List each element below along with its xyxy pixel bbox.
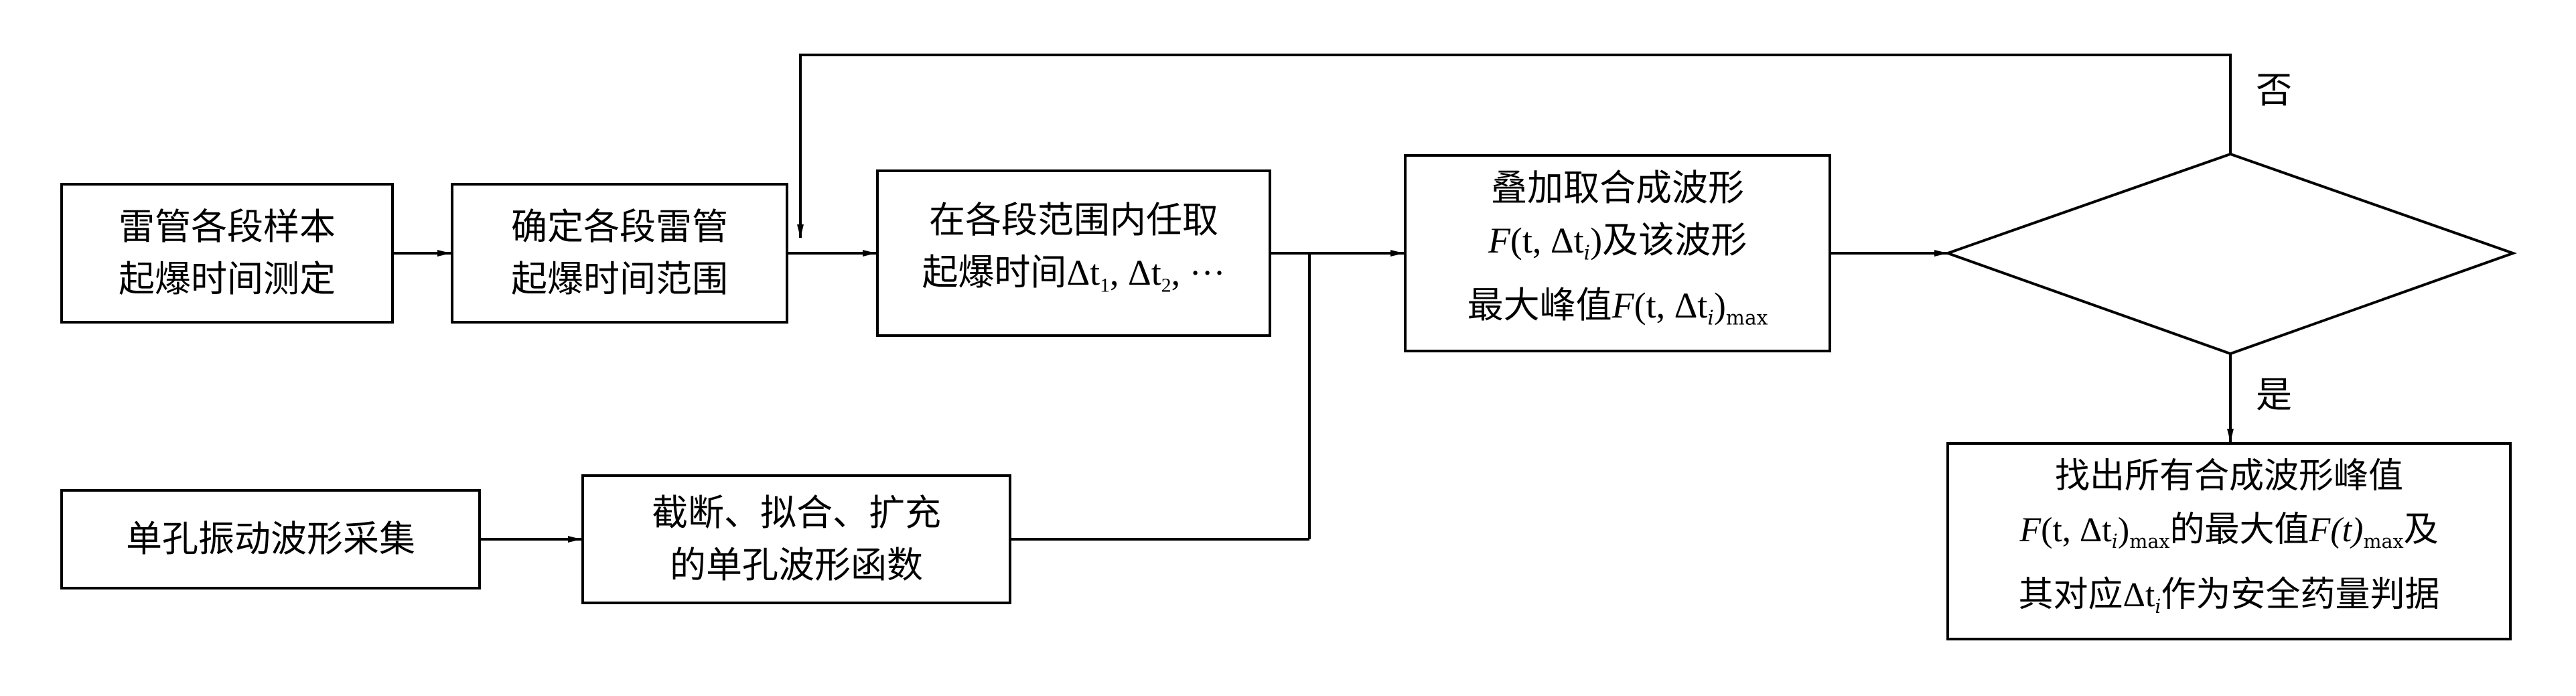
delta-t: Δt xyxy=(2123,576,2155,614)
sub-1: 1 xyxy=(1100,275,1111,297)
paren-close: ) xyxy=(2117,511,2130,549)
node-text-line2: 起爆时间Δt1, Δt2, ··· xyxy=(922,247,1225,311)
line-prefix: 最大峰值 xyxy=(1467,284,1612,326)
node-detonator-sample-timing: 雷管各段样本 起爆时间测定 xyxy=(60,183,394,324)
node-find-max-peak: 找出所有合成波形峰值 F(t, Δti)max的最大值F(t)max及 其对应Δ… xyxy=(1946,442,2512,640)
func-f: F xyxy=(2019,511,2042,549)
sub-i: i xyxy=(2155,595,2161,618)
node-text-line1: 叠加取合成波形 xyxy=(1491,166,1744,209)
decision-text xyxy=(1996,201,2277,315)
node-detonator-time-range: 确定各段雷管 起爆时间范围 xyxy=(451,183,788,324)
sub-i: i xyxy=(1583,241,1591,265)
label-yes: 是 xyxy=(2256,374,2292,416)
paren-close: ) xyxy=(1713,285,1726,326)
node-text-line2: F(t, Δti)及该波形 xyxy=(1488,214,1747,279)
tail: , ··· xyxy=(1171,253,1226,293)
separator: , xyxy=(1110,253,1129,293)
feedback-loop-line xyxy=(797,54,2232,238)
node-text-line1: 截断、拟合、扩充 xyxy=(652,492,941,534)
paren-open: (t, Δt xyxy=(1510,220,1584,261)
sub-max: max xyxy=(1725,306,1768,330)
paren-open: (t, Δt xyxy=(1634,285,1708,326)
mid-text: 的最大值 xyxy=(2169,510,2309,550)
delta-t-var: Δt xyxy=(1066,253,1100,293)
ft-symbol: F(t) xyxy=(2309,511,2364,549)
line-prefix: 其对应 xyxy=(2018,575,2123,615)
node-single-hole-vibration: 单孔振动波形采集 xyxy=(60,489,481,589)
node-waveform-function: 截断、拟合、扩充 的单孔波形函数 xyxy=(581,474,1011,604)
line-suffix: 作为安全药量判据 xyxy=(2161,575,2440,615)
sub-max: max xyxy=(2129,530,2170,553)
func-f: F xyxy=(1612,285,1634,326)
line-prefix: 起爆时间 xyxy=(922,251,1067,294)
sub-i: i xyxy=(2111,530,2118,553)
decision-diamond xyxy=(1943,152,2518,356)
node-text-line1: 确定各段雷管 xyxy=(511,206,728,248)
sub-i: i xyxy=(1707,306,1714,330)
label-no: 否 xyxy=(2256,69,2292,111)
node-superposition-waveform: 叠加取合成波形 F(t, Δti)及该波形 最大峰值F(t, Δti)max xyxy=(1404,154,1831,352)
delta-t-symbol: Δt1, Δt2, ··· xyxy=(1066,253,1226,296)
node-text-line2: 的单孔波形函数 xyxy=(670,544,923,586)
sub-max-2: max xyxy=(2363,530,2404,553)
node-text-line3: 最大峰值F(t, Δti)max xyxy=(1468,279,1768,344)
delta-t-var-2: Δt xyxy=(1128,253,1161,293)
line-suffix: 及该波形 xyxy=(1602,218,1747,261)
node-text-line1: 单孔振动波形采集 xyxy=(126,518,415,560)
func-f: F xyxy=(1488,220,1510,261)
node-text-line2: F(t, Δti)max的最大值F(t)max及 xyxy=(2019,503,2438,568)
node-text-line2: 起爆时间范围 xyxy=(511,258,728,300)
node-text-line2: 起爆时间测定 xyxy=(119,258,336,300)
node-text-line1: 雷管各段样本 xyxy=(119,206,336,248)
paren-open: (t, Δt xyxy=(2041,511,2112,549)
sub-2: 2 xyxy=(1161,275,1171,297)
end-text: 及 xyxy=(2403,510,2439,550)
node-text-line3: 其对应Δti作为安全药量判据 xyxy=(2018,568,2439,633)
paren-close: ) xyxy=(1590,220,1603,261)
node-text-line1: 在各段范围内任取 xyxy=(929,199,1218,242)
node-text-line1: 找出所有合成波形峰值 xyxy=(2054,456,2403,496)
node-random-initiation-time: 在各段范围内任取 起爆时间Δt1, Δt2, ··· xyxy=(876,169,1271,337)
